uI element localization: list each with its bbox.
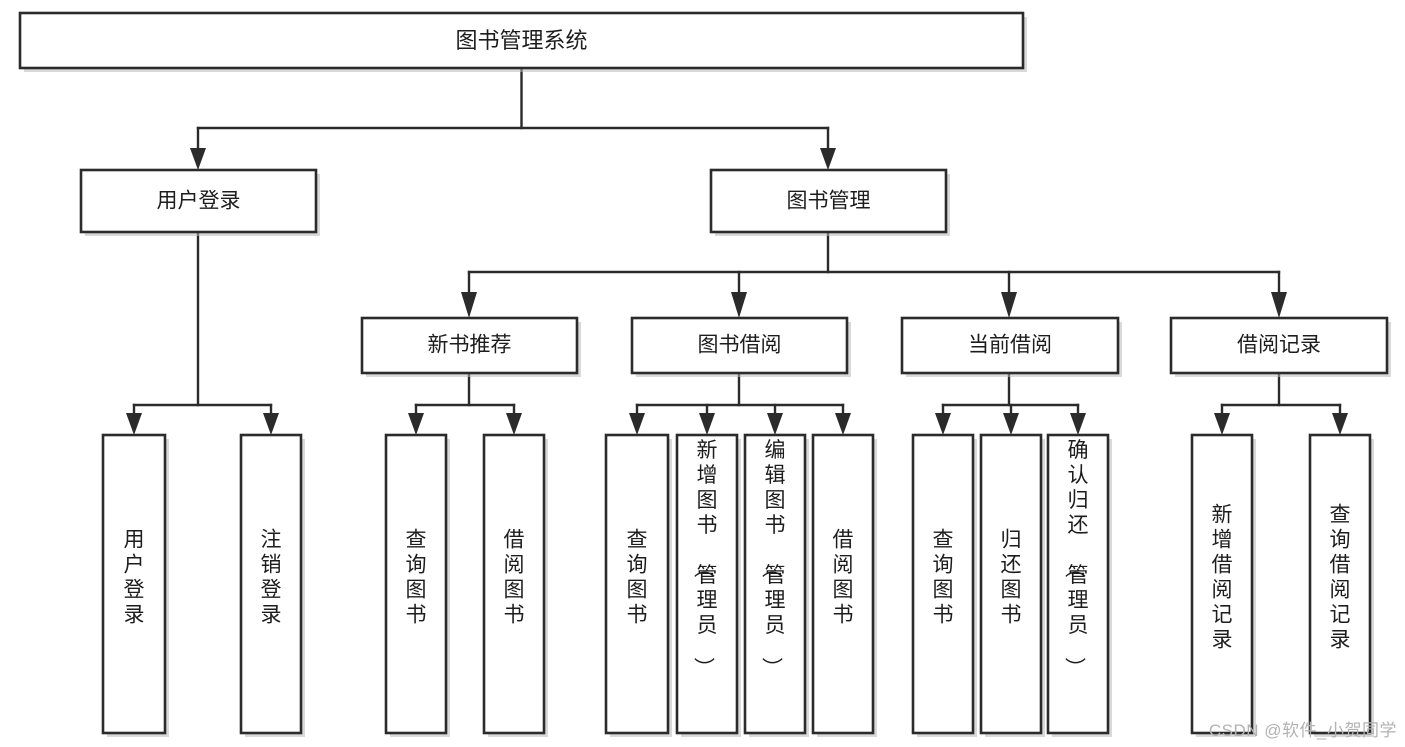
leaf-node-label: 编辑图书（管理员） (760, 439, 786, 678)
node-borrow-record-label: 借阅记录 (1237, 334, 1321, 357)
arrow-current-leaf-1-icon (935, 413, 951, 435)
leaf-node-label: 新增图书（管理员） (692, 439, 718, 678)
leaf-node-label: 确认归还（管理员） (1063, 439, 1089, 678)
leaf-node[interactable]: 注销登录 (239, 433, 305, 737)
leaf-node-box[interactable] (239, 433, 303, 735)
node-root-label: 图书管理系统 (455, 28, 587, 53)
arrow-current-leaf-2-icon (1003, 413, 1019, 435)
leaf-node-label: 新增借阅记录 (1212, 504, 1233, 652)
leaf-node-label: 注销登录 (261, 529, 282, 627)
leaf-node-label: 查询图书 (627, 529, 648, 627)
leaf-node[interactable]: 新增图书（管理员） (675, 433, 741, 737)
leaf-node-box[interactable] (811, 433, 875, 735)
arrow-borrow-leaf-2-icon (699, 413, 715, 435)
arrow-book-to-record-icon (1271, 292, 1287, 318)
node-book-borrow-box[interactable] (630, 316, 849, 375)
leaf-node-box[interactable] (1046, 433, 1110, 735)
node-root-box[interactable] (18, 11, 1025, 70)
arrow-borrow-leaf-4-icon (835, 413, 851, 435)
leaf-node-box[interactable] (743, 433, 807, 735)
node-new-book-recommend-box[interactable] (360, 316, 579, 375)
leaf-node-label: 查询图书 (406, 529, 427, 627)
arrow-borrow-leaf-1-icon (629, 413, 645, 435)
leaf-node-box[interactable] (384, 433, 448, 735)
leaf-node[interactable]: 查询图书 (384, 433, 450, 737)
leaf-node-box[interactable] (482, 433, 546, 735)
node-current-borrow[interactable]: 当前借阅 (900, 316, 1122, 377)
arrow-record-leaf-2-icon (1332, 413, 1348, 435)
node-user-login[interactable]: 用户登录 (79, 168, 320, 236)
leaf-node[interactable]: 编辑图书（管理员） (743, 433, 809, 737)
node-new-book-recommend[interactable]: 新书推荐 (360, 316, 581, 377)
leaf-node-layer: 用户登录 注销登录 查询图书 借阅图书 查询图书 新增图书（管理员） 编辑图书（管理员） 借阅… (101, 433, 1374, 737)
node-user-login-box[interactable] (79, 168, 318, 234)
leaf-node-box[interactable] (101, 433, 167, 735)
edge-layer (126, 66, 1348, 435)
arrow-newbook-leaf-2-icon (506, 413, 522, 435)
leaf-node[interactable]: 确认归还（管理员） (1046, 433, 1112, 737)
leaf-node-box[interactable] (911, 433, 975, 735)
arrow-book-to-borrow-icon (731, 292, 747, 318)
arrow-record-leaf-1-icon (1214, 413, 1230, 435)
node-borrow-record-box[interactable] (1169, 316, 1389, 375)
leaf-node[interactable]: 查询借阅记录 (1308, 433, 1374, 737)
arrow-book-to-current-icon (1001, 292, 1017, 318)
node-book-borrow-label: 图书借阅 (698, 334, 782, 357)
node-user-login-label: 用户登录 (157, 190, 241, 213)
node-book-management-label: 图书管理 (787, 190, 871, 213)
leaf-node[interactable]: 借阅图书 (482, 433, 548, 737)
leaf-node-box[interactable] (1308, 433, 1372, 735)
node-new-book-recommend-label: 新书推荐 (428, 334, 512, 357)
arrow-user-leaf-1-icon (126, 413, 142, 435)
node-book-management[interactable]: 图书管理 (709, 168, 950, 236)
leaf-node-label: 借阅图书 (833, 529, 854, 627)
leaf-node-box[interactable] (1190, 433, 1254, 735)
leaf-node[interactable]: 借阅图书 (811, 433, 877, 737)
leaf-node[interactable]: 查询图书 (911, 433, 977, 737)
arrow-root-to-book-icon (820, 148, 836, 170)
node-borrow-record[interactable]: 借阅记录 (1169, 316, 1391, 377)
arrow-root-to-user-icon (190, 148, 206, 170)
arrow-book-to-new-icon (461, 292, 477, 318)
node-root[interactable]: 图书管理系统 (18, 11, 1027, 72)
leaf-node-label: 归还图书 (1001, 529, 1022, 627)
leaf-node[interactable]: 新增借阅记录 (1190, 433, 1256, 737)
arrow-user-leaf-2-icon (263, 413, 279, 435)
leaf-node-label: 借阅图书 (504, 529, 525, 627)
leaf-node[interactable]: 归还图书 (979, 433, 1045, 737)
arrow-borrow-leaf-3-icon (767, 413, 783, 435)
leaf-node[interactable]: 用户登录 (101, 433, 169, 737)
node-current-borrow-label: 当前借阅 (968, 334, 1052, 357)
node-current-borrow-box[interactable] (900, 316, 1120, 375)
leaf-node-box[interactable] (604, 433, 670, 735)
arrow-newbook-leaf-1-icon (408, 413, 424, 435)
leaf-node-label: 用户登录 (124, 529, 145, 627)
arrow-current-leaf-3-icon (1070, 413, 1086, 435)
leaf-node-label: 查询借阅记录 (1330, 504, 1351, 652)
leaf-node-box[interactable] (675, 433, 739, 735)
leaf-node-box[interactable] (979, 433, 1043, 735)
leaf-node-label: 查询图书 (933, 529, 954, 627)
node-book-management-box[interactable] (709, 168, 948, 234)
node-book-borrow[interactable]: 图书借阅 (630, 316, 851, 377)
leaf-node[interactable]: 查询图书 (604, 433, 672, 737)
